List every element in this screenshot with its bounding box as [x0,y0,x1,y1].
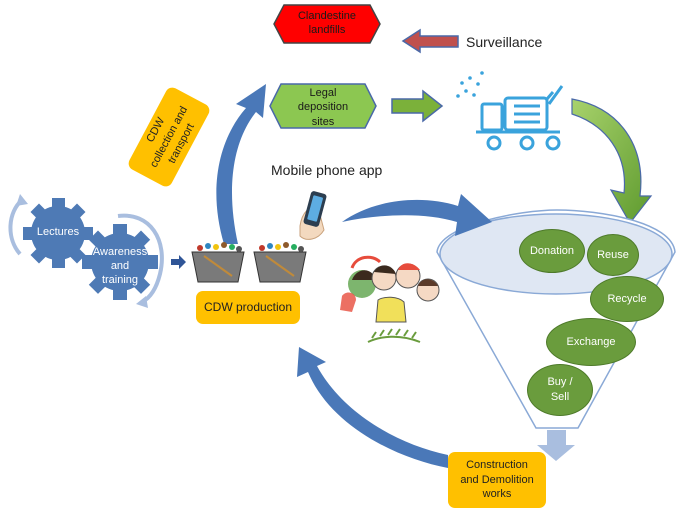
mobile-phone-icon [299,191,327,240]
production-to-legal-arrow [216,84,266,244]
surveillance-arrow [401,28,459,54]
legal-line-1: Legal [309,87,337,99]
awareness-line-3: training [101,273,139,286]
waste-container-icon [253,242,307,283]
clandestine-landfills-hexagon [273,4,381,44]
truck-to-funnel-arrow [571,98,653,225]
awareness-rotation-arc [117,213,164,304]
recycle-oval: Recycle [590,276,664,322]
clandestine-landfills-label: Clandestine landfills [297,10,357,36]
street-cleaner-truck-icon [456,71,564,151]
awareness-rotation-arrowhead [136,296,148,308]
construction-line-2: and Demolition [460,473,534,486]
construction-demolition-box: Construction and Demolition works [448,452,546,508]
funnel-output-arrow [537,430,575,461]
legal-line-3: sites [311,115,335,128]
exchange-label: Exchange [566,335,616,348]
lectures-rotation-arc [8,198,24,256]
awareness-line-1: Awareness [92,246,148,258]
legal-deposition-sites-label: Legal deposition sites [281,86,365,129]
waste-container-icon [191,242,245,283]
exchange-oval: Exchange [546,318,636,366]
lectures-label: Lectures [36,226,80,238]
donation-oval: Donation [519,229,585,273]
awareness-training-label: Awareness and training [92,246,148,287]
awareness-line-2: and [110,259,130,272]
buy-sell-oval: Buy / Sell [527,364,593,416]
buy-sell-line-1: Buy / [547,376,573,389]
mobile-phone-app-label: Mobile phone app [271,162,383,178]
surveillance-label: Surveillance [466,34,543,50]
legal-line-2: deposition [297,101,349,114]
legal-to-truck-arrow [391,89,444,123]
recycle-label: Recycle [607,292,647,305]
buy-sell-line-2: Sell [550,391,570,403]
app-to-funnel-arrow [342,194,492,236]
cdw-production-box: CDW production [196,291,300,324]
construction-to-production-arrow [297,347,448,468]
reuse-oval: Reuse [587,234,639,276]
construction-line-1: Construction [466,458,528,471]
cdw-production-label: CDW production [203,300,293,315]
donation-label: Donation [529,244,575,257]
lectures-rotation-arrowhead [16,194,28,206]
people-illustration [340,255,440,343]
gears-to-production-arrow [171,255,186,269]
construction-line-3: works [482,488,512,501]
awareness-gear-icon [82,224,158,300]
legal-sites-hexagon [269,83,377,129]
reuse-label: Reuse [597,248,629,261]
